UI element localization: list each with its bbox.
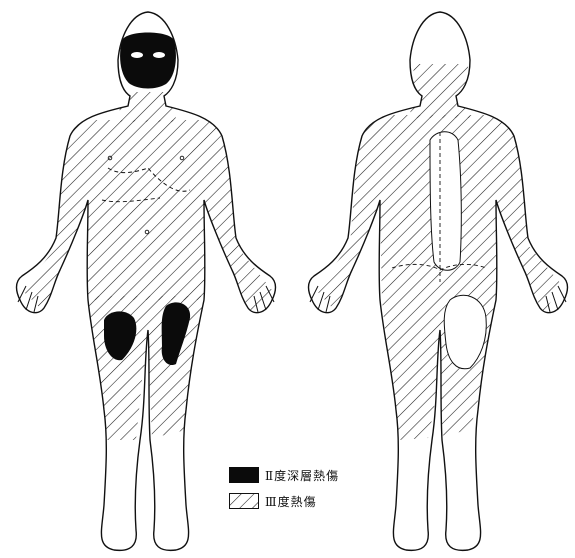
legend-swatch-hatched	[229, 493, 259, 509]
legend-deep-second-degree: Ⅱ度深層熱傷	[229, 465, 339, 485]
legend-third-degree: Ⅲ度熱傷	[229, 491, 317, 511]
front-face-deep-burn	[120, 33, 176, 89]
back-figure	[309, 12, 568, 550]
legend-swatch-solid	[229, 467, 259, 483]
legend-label-deep-second-degree: Ⅱ度深層熱傷	[265, 467, 339, 484]
legend-label-third-degree: Ⅲ度熱傷	[265, 493, 317, 510]
front-third-degree-areas	[22, 92, 272, 440]
